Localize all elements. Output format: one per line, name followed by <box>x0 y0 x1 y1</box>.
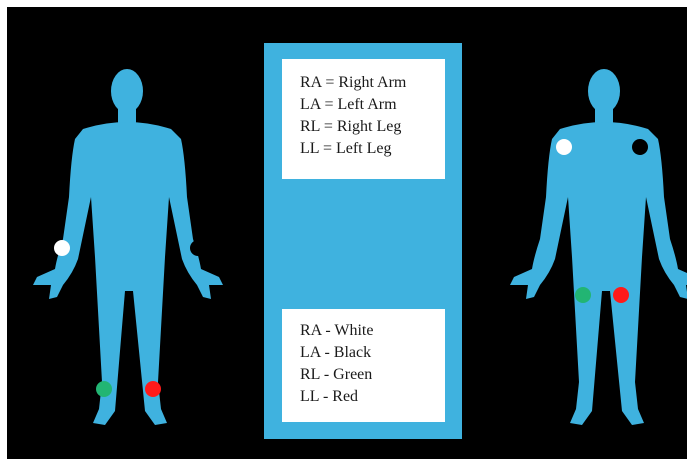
body-silhouette <box>510 69 687 425</box>
abbreviation-box: RA = Right Arm LA = Left Arm RL = Right … <box>282 59 445 179</box>
green-electrode <box>96 381 112 397</box>
abbreviation-ra: RA = Right Arm <box>300 73 406 93</box>
abbreviation-rl: RL = Right Leg <box>300 117 401 137</box>
white-electrode <box>556 139 572 155</box>
limb-placement-figure <box>27 7 227 459</box>
green-electrode <box>575 287 591 303</box>
color-key-la: LA - Black <box>300 343 371 363</box>
torso-placement-figure <box>504 7 687 459</box>
color-key-ra: RA - White <box>300 321 373 341</box>
white-electrode <box>54 240 70 256</box>
black-electrode <box>190 240 206 256</box>
black-electrode <box>632 139 648 155</box>
legend-panel: RA = Right Arm LA = Left Arm RL = Right … <box>264 43 462 439</box>
red-electrode <box>145 381 161 397</box>
color-key-ll: LL - Red <box>300 387 358 407</box>
red-electrode <box>613 287 629 303</box>
abbreviation-ll: LL = Left Leg <box>300 139 392 159</box>
color-key-rl: RL - Green <box>300 365 372 385</box>
diagram-canvas: RA = Right Arm LA = Left Arm RL = Right … <box>7 7 687 459</box>
abbreviation-la: LA = Left Arm <box>300 95 397 115</box>
color-key-box: RA - White LA - Black RL - Green LL - Re… <box>282 309 445 422</box>
